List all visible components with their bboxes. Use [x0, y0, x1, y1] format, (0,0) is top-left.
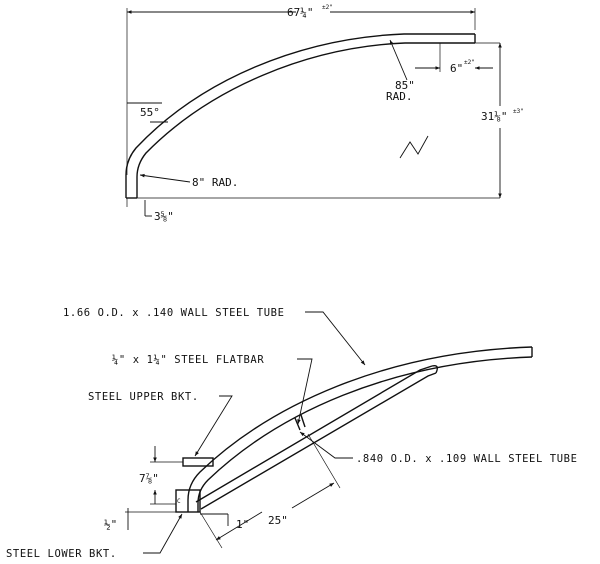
overall-height-label: 31⅛" — [481, 110, 508, 123]
brace-ext-low — [199, 511, 223, 549]
brace-tube-outer — [195, 365, 433, 503]
tube-label-leader — [305, 311, 366, 366]
brace-dim-lower — [215, 511, 263, 541]
flat-length-label: 6" — [450, 62, 463, 75]
brace-ext-high — [307, 433, 341, 489]
bent-tube-outer — [125, 33, 475, 198]
brace-tube-tip — [431, 364, 439, 374]
brace-dim-upper — [291, 482, 335, 509]
upper-bracket-leader — [194, 395, 233, 457]
lower-bracket-leader — [143, 513, 183, 554]
flatbar-label: ¼" x 1¼" STEEL FLATBAR — [112, 354, 264, 366]
main-tube-outer — [187, 346, 533, 512]
large-radius-leader — [389, 39, 408, 81]
flatbar-inner — [300, 414, 306, 428]
small-radius-leader — [139, 173, 191, 183]
assembly-view: C 1.66 O.D. x .140 WALL STEEL TUBE ¼" x … — [6, 307, 578, 560]
large-radius-value: 85" — [395, 79, 415, 92]
height-dim-label: 7⅞" — [139, 472, 159, 485]
bent-tube-inner — [136, 42, 475, 198]
bracket-mark: C — [177, 498, 181, 505]
lower-bracket-label: STEEL LOWER BKT. — [6, 548, 117, 560]
large-radius-unit: RAD. — [386, 90, 413, 103]
overall-height-tolerance: ±3" — [513, 108, 524, 115]
flatbar-label-leader — [297, 358, 313, 425]
break-symbol — [399, 135, 429, 159]
overall-width-tolerance: ±2" — [322, 4, 333, 11]
angle-label: 55° — [140, 106, 160, 119]
leg-length-label: 3⅝" — [154, 210, 174, 223]
brace-dim-label: 25" — [268, 514, 288, 527]
top-view: 67¼" ±2" 6" ±2" 85" RAD. 31⅛" ±3" 55° — [125, 4, 524, 223]
tube-label: 1.66 O.D. x .140 WALL STEEL TUBE — [63, 307, 285, 319]
small-radius-label: 8" RAD. — [192, 176, 238, 189]
main-tube-inner — [197, 356, 533, 512]
brace-label: .840 O.D. x .109 WALL STEEL TUBE — [356, 453, 578, 465]
gap-dim-label: 1" — [236, 518, 249, 531]
offset-dim-label: ½" — [104, 518, 117, 531]
overall-width-label: 67¼" — [287, 6, 314, 19]
flat-length-tolerance: ±2" — [464, 59, 475, 66]
lower-bracket — [175, 489, 201, 513]
flatbar-outer — [294, 417, 301, 431]
upper-bracket-label: STEEL UPPER BKT. — [88, 391, 199, 403]
brace-tube-inner — [200, 372, 437, 510]
